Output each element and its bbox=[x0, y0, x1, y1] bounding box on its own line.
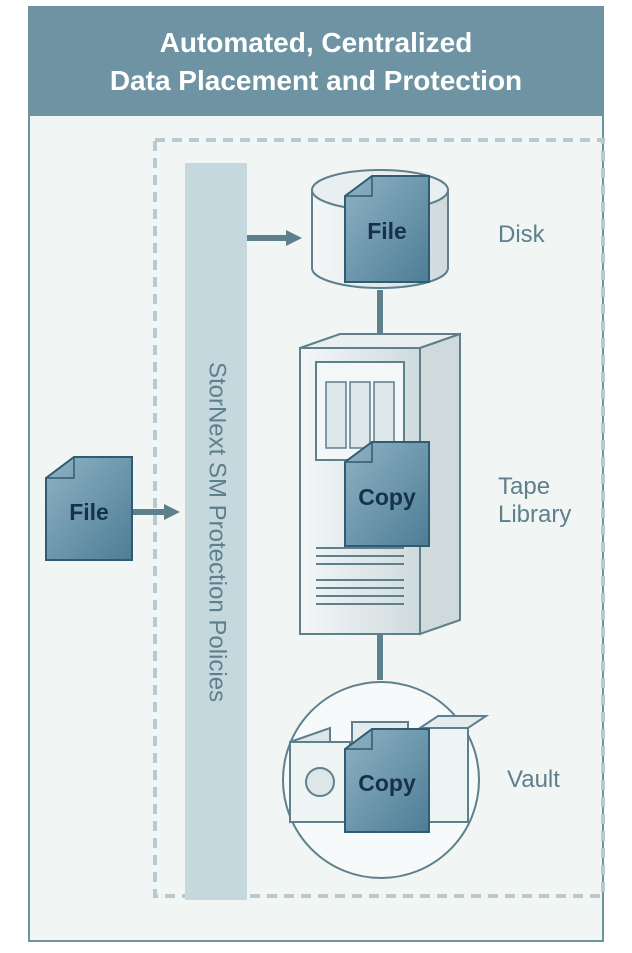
vault-copy-icon: Copy bbox=[344, 728, 430, 833]
tape-copy-icon: Copy bbox=[344, 441, 430, 547]
tape-label-line-2: Library bbox=[498, 501, 572, 528]
policy-bar-label: StorNext SM Protection Policies bbox=[204, 362, 231, 702]
disk-file-label: File bbox=[367, 218, 407, 244]
tape-copy-label: Copy bbox=[358, 484, 416, 510]
diagram-header: Automated, Centralized Data Placement an… bbox=[30, 8, 602, 116]
policy-bar bbox=[185, 163, 247, 900]
incoming-file-label: File bbox=[69, 499, 109, 525]
vault-label: Vault bbox=[507, 766, 560, 793]
arrow-to-disk bbox=[247, 230, 302, 246]
title-line-1: Automated, Centralized bbox=[159, 27, 473, 58]
policy-boundary bbox=[153, 138, 605, 898]
title-line-2: Data Placement and Protection bbox=[109, 65, 523, 96]
disk-file-icon: File bbox=[344, 175, 430, 283]
arrow-to-policy bbox=[132, 504, 180, 520]
vault-copy-label: Copy bbox=[358, 770, 416, 796]
tape-library-label: Tape Library bbox=[498, 473, 571, 529]
disk-label: Disk bbox=[498, 221, 545, 248]
tape-label-line-1: Tape bbox=[498, 473, 551, 500]
incoming-file-icon: File bbox=[45, 456, 133, 561]
